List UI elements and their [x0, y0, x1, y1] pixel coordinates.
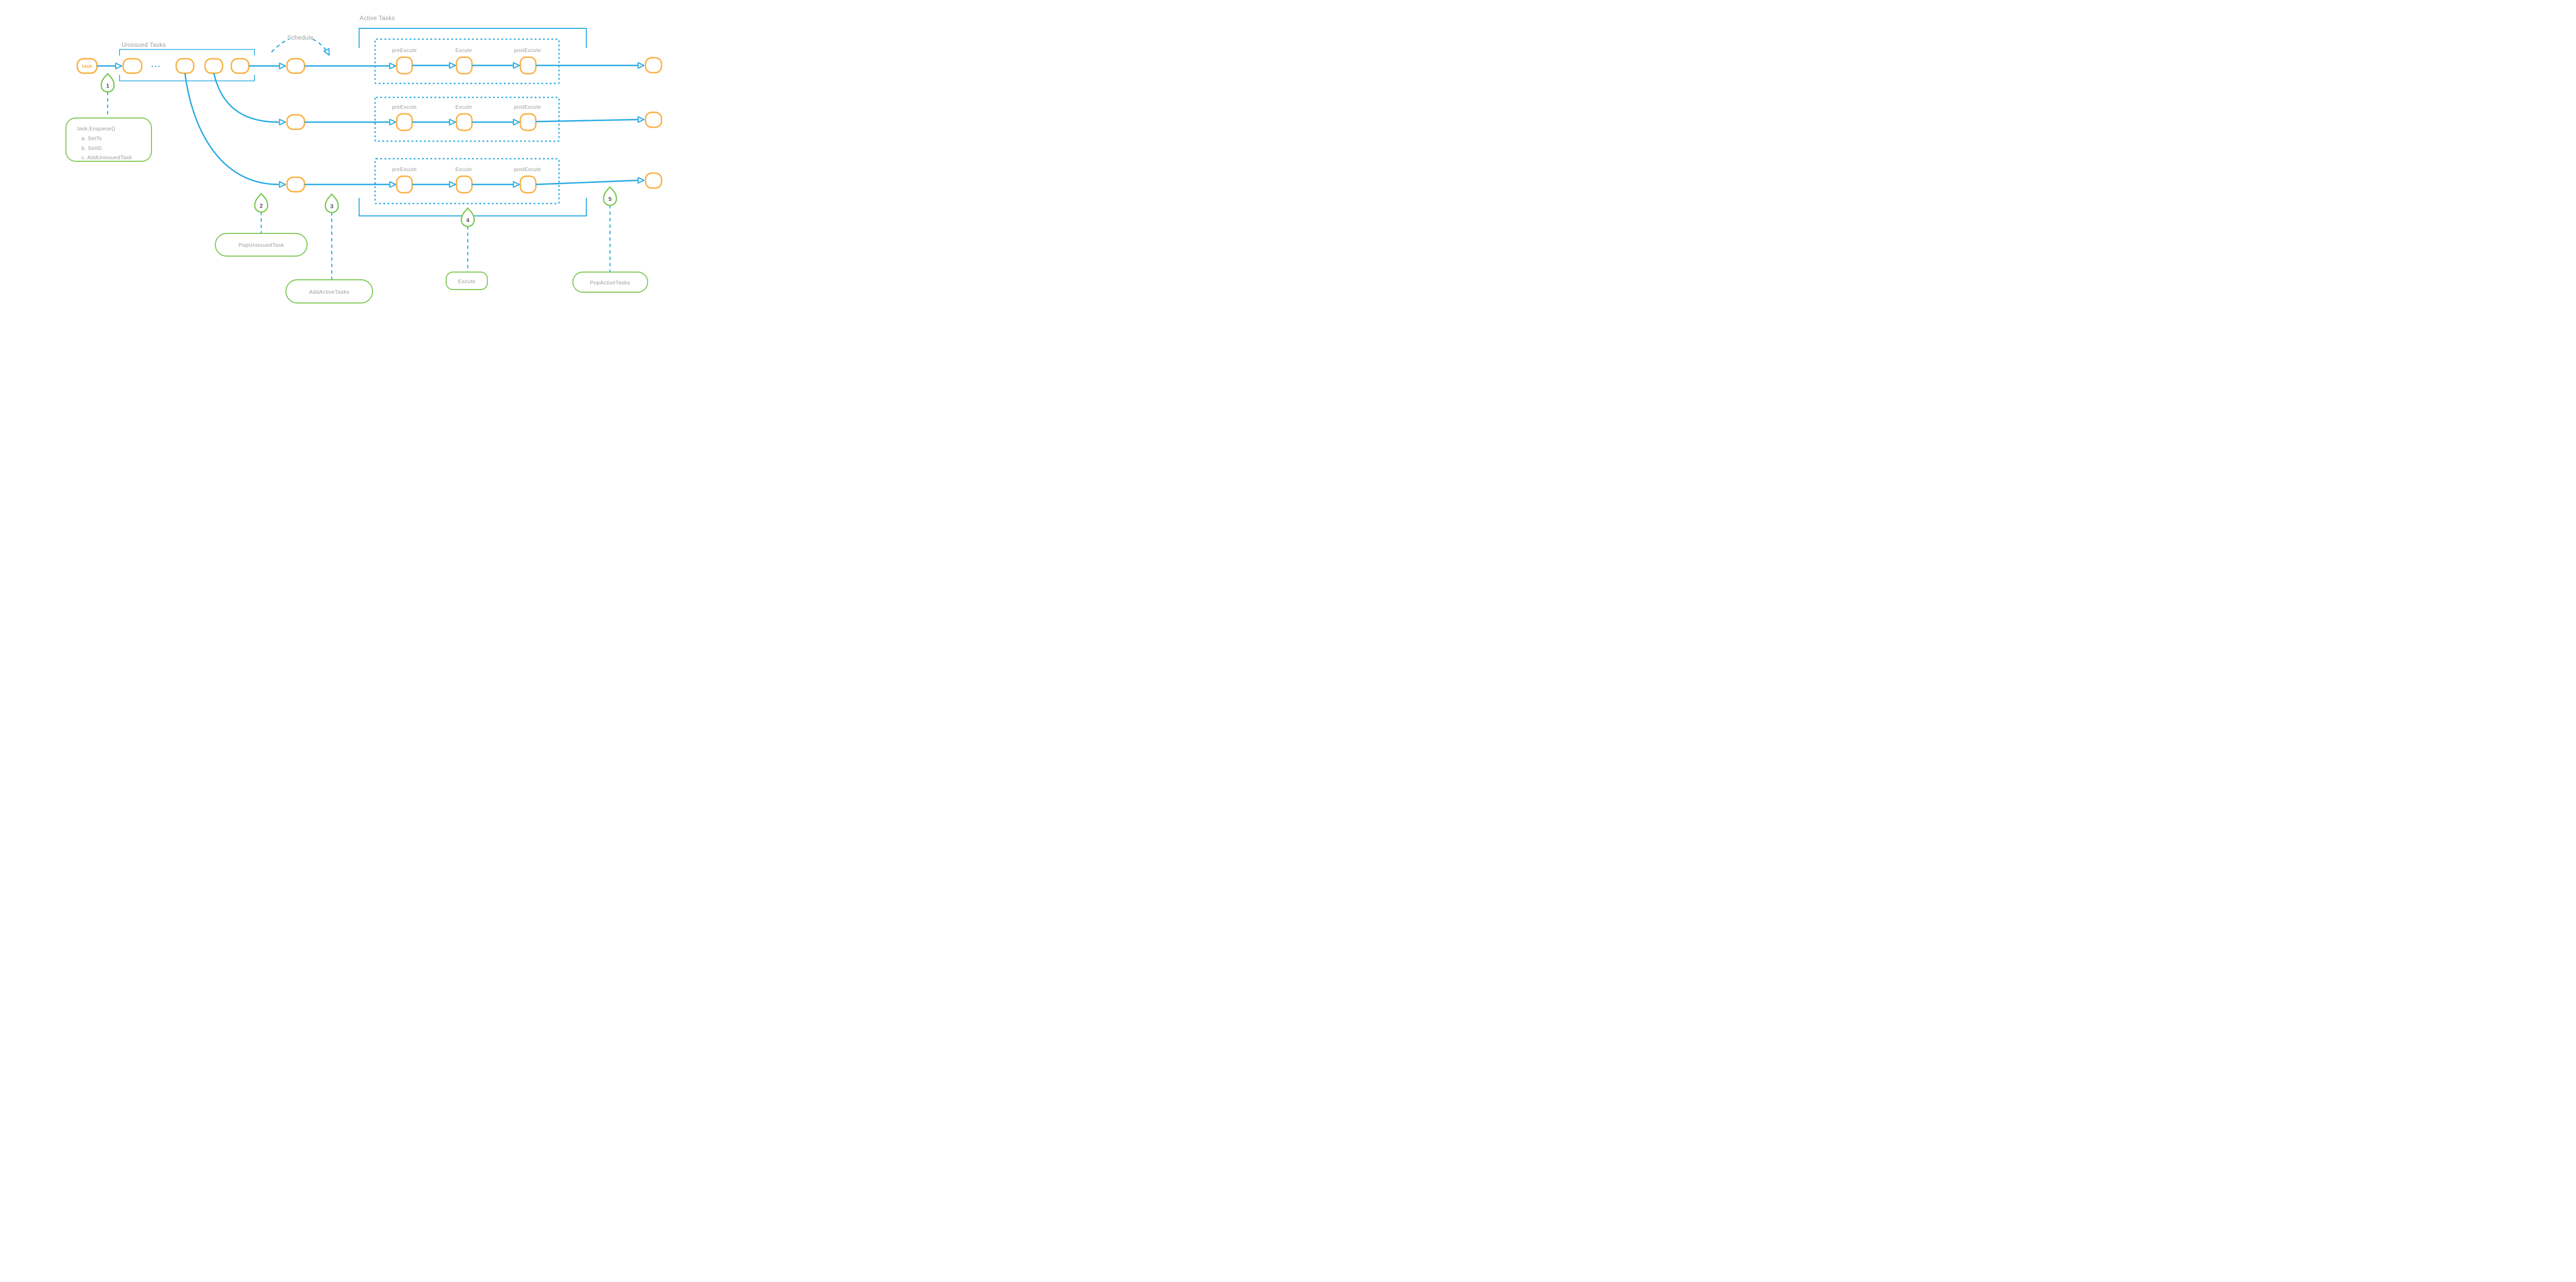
pop-active-tasks-label: PopActiveTasks	[590, 280, 630, 286]
row1-end-node	[645, 57, 663, 74]
queue-node-3	[204, 58, 224, 74]
arrowhead	[449, 119, 456, 126]
queue-node-1	[122, 58, 143, 74]
row1-stage-label-pre: preExcute	[392, 48, 417, 54]
row2-stage-label-post: postExcute	[514, 105, 541, 110]
row2-preexcute-node	[396, 113, 413, 131]
marker-3: 3 AddActiveTasks	[285, 193, 373, 303]
marker-4: 4 Excute	[446, 207, 488, 290]
active-tasks-label: Active Tasks	[360, 15, 395, 22]
enqueue-note-item-a: a. SetTs	[81, 136, 102, 142]
schedule-annotation: Schedule	[271, 35, 332, 57]
worker-row-2: preExcute Excute postExcute	[213, 73, 663, 142]
row3-stage-label-pre: preExcute	[392, 167, 417, 173]
queue-node-4	[230, 58, 250, 74]
unissued-bracket-bottom	[119, 75, 255, 81]
add-active-tasks-label: AddActiveTasks	[309, 289, 349, 295]
arrowhead	[279, 181, 286, 188]
add-active-tasks-pill	[285, 279, 373, 303]
schedule-arc-right	[312, 38, 327, 52]
row3-stage-label-exec: Excute	[455, 167, 472, 173]
queue-ellipsis: ...	[151, 60, 161, 69]
row2-start-node	[286, 114, 306, 130]
row3-postexcute-node	[519, 175, 537, 194]
pop-unissued-task-pill	[215, 233, 308, 257]
arrowhead	[637, 62, 645, 69]
worker-row-1: preExcute Excute postExcute	[249, 38, 663, 85]
queue-node-2	[175, 58, 195, 74]
marker-2-number: 2	[260, 203, 263, 209]
arrowhead	[389, 62, 397, 70]
excute-label: Excute	[458, 279, 476, 285]
arrowhead	[279, 119, 286, 126]
marker-5: 5 PopActiveTasks	[572, 186, 648, 293]
row1-postexcute-node	[519, 56, 537, 75]
row1-start-node	[286, 58, 306, 74]
row3-pipeline-box	[374, 158, 560, 205]
marker-2: 2 PopUnissuedTask	[215, 193, 308, 257]
row1-stage-label-exec: Excute	[455, 48, 472, 54]
worker-row-3: preExcute Excute postExcute	[184, 73, 663, 205]
pop-active-tasks-pill	[572, 272, 648, 293]
row2-pipeline-box	[374, 96, 560, 142]
arrowhead	[115, 62, 123, 70]
excute-pill	[446, 272, 488, 290]
schedule-label: Schedule	[287, 35, 313, 41]
row2-end-node	[645, 111, 663, 128]
arrowhead	[513, 62, 520, 69]
arrowhead	[449, 62, 456, 69]
arrowhead	[279, 62, 286, 70]
pop-unissued-task-label: PopUnissuedTask	[239, 242, 284, 248]
enqueue-note-box	[65, 117, 152, 162]
arrowhead	[389, 181, 397, 188]
row1-excute-node	[455, 56, 473, 75]
row2-stage-label-pre: preExcute	[392, 105, 417, 110]
row2-excute-node	[455, 113, 473, 131]
marker-5-number: 5	[608, 196, 612, 203]
unissued-tasks-section: Unissued Tasks task ...	[76, 42, 255, 81]
arrowhead	[389, 119, 397, 126]
marker-4-number: 4	[466, 217, 470, 224]
flow-queue-to-row3-curve	[184, 73, 279, 185]
row1-pipeline-box	[374, 38, 560, 85]
row3-excute-node	[455, 175, 473, 194]
enqueue-note-item-c: c. AddUnissuedTask	[81, 155, 132, 161]
arrowhead	[637, 116, 645, 123]
arrowhead	[449, 181, 456, 188]
row2-stage-label-exec: Excute	[455, 105, 472, 110]
unissued-bracket-top	[119, 49, 255, 56]
arrowhead	[513, 119, 520, 126]
unissued-tasks-label: Unissued Tasks	[122, 42, 166, 48]
row3-stage-label-post: postExcute	[514, 167, 541, 173]
marker-1-number: 1	[106, 83, 109, 89]
arrowhead	[513, 181, 520, 188]
task-scheduler-diagram: Unissued Tasks task ... Schedule Active …	[0, 0, 778, 320]
marker-3-number: 3	[330, 204, 333, 210]
flow-queue-to-row2-curve	[213, 73, 279, 123]
flow-row3-out	[535, 179, 639, 185]
row3-start-node	[286, 176, 306, 193]
row3-end-node	[645, 172, 663, 189]
step-markers: 1 task.Enqueue() a. SetTs b. SetID c. Ad…	[65, 73, 648, 303]
enqueue-note-title: task.Enqueue()	[77, 126, 115, 132]
marker-1: 1 task.Enqueue() a. SetTs b. SetID c. Ad…	[65, 73, 152, 162]
flow-row2-out	[535, 119, 639, 123]
row1-preexcute-node	[396, 56, 413, 75]
active-bracket-top	[359, 28, 587, 48]
arrowhead	[637, 177, 645, 184]
diagram-canvas: Unissued Tasks task ... Schedule Active …	[65, 15, 663, 303]
row1-stage-label-post: postExcute	[514, 48, 541, 54]
schedule-arc-left	[271, 38, 290, 53]
row2-postexcute-node	[519, 113, 537, 131]
enqueue-note-item-b: b. SetID	[81, 145, 102, 151]
task-node-label: task	[82, 64, 92, 70]
row3-preexcute-node	[396, 175, 413, 194]
